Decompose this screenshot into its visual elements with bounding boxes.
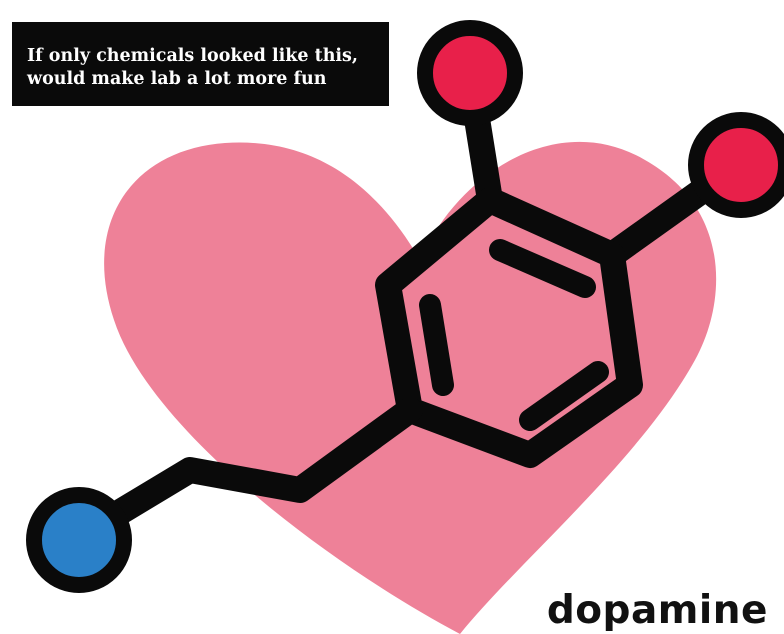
- caption-box: If only chemicals looked like this, woul…: [12, 22, 389, 106]
- benzene-ring: [375, 187, 643, 468]
- caption-line-2: would make lab a lot more fun: [27, 69, 327, 89]
- oxygen-atom-top: [417, 20, 523, 126]
- nitrogen-atom: [26, 487, 132, 593]
- ring-double-bond-bottom: [519, 361, 609, 431]
- caption-line-1: If only chemicals looked like this,: [27, 46, 359, 66]
- oxygen-atom-right: [688, 112, 784, 218]
- ring-double-bond-left: [419, 294, 454, 396]
- side-chain: [69, 397, 423, 548]
- molecule-name-label: dopamine: [546, 588, 768, 633]
- ring-double-bond-top: [489, 239, 596, 298]
